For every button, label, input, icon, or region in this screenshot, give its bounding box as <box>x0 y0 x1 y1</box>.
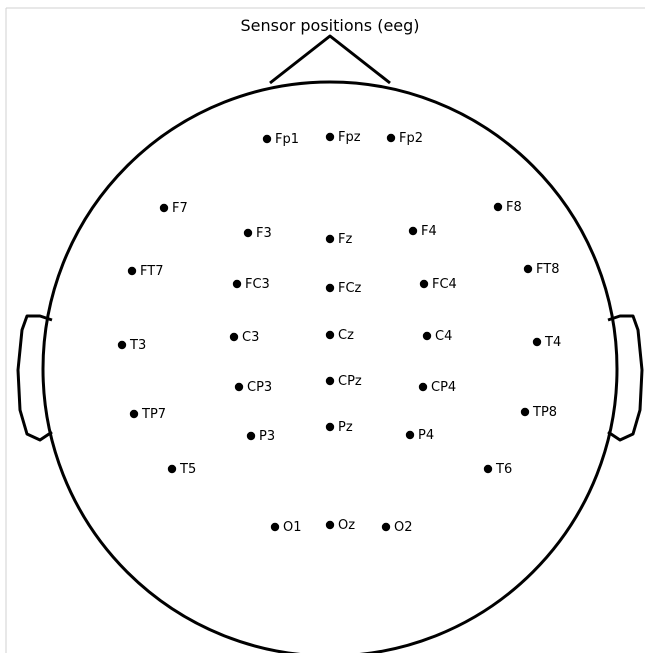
sensor-c3: C3 <box>230 330 260 345</box>
sensor-label: O1 <box>283 520 302 535</box>
sensor-marker <box>326 133 334 141</box>
sensor-label: F4 <box>421 224 437 239</box>
sensor-label: T6 <box>495 462 512 477</box>
sensor-o2: O2 <box>382 520 413 535</box>
sensor-marker <box>326 284 334 292</box>
sensor-cp3: CP3 <box>235 380 272 395</box>
sensor-marker <box>244 229 252 237</box>
sensor-marker <box>382 523 390 531</box>
sensor-p4: P4 <box>406 428 434 443</box>
plot-title: Sensor positions (eeg) <box>240 16 419 35</box>
sensor-marker <box>326 331 334 339</box>
sensor-p3: P3 <box>247 429 275 444</box>
sensor-marker <box>521 408 529 416</box>
sensor-label: Fz <box>338 232 352 247</box>
sensor-label: C3 <box>242 330 259 345</box>
sensor-marker <box>160 204 168 212</box>
sensor-label: P3 <box>259 429 275 444</box>
sensor-label: C4 <box>435 329 452 344</box>
sensor-marker <box>484 465 492 473</box>
sensor-f8: F8 <box>494 200 522 215</box>
sensor-t5: T5 <box>168 462 196 477</box>
sensor-marker <box>168 465 176 473</box>
sensor-marker <box>326 521 334 529</box>
sensor-label: T4 <box>544 335 561 350</box>
sensor-cpz: CPz <box>326 374 362 389</box>
sensor-oz: Oz <box>326 518 355 533</box>
sensor-marker <box>118 341 126 349</box>
sensor-marker <box>423 332 431 340</box>
sensor-marker <box>247 432 255 440</box>
sensor-label: F8 <box>506 200 522 215</box>
sensor-label: FC3 <box>245 277 270 292</box>
sensor-f7: F7 <box>160 201 188 216</box>
nose-icon <box>270 36 390 83</box>
sensor-f3: F3 <box>244 226 272 241</box>
sensor-fp2: Fp2 <box>387 131 423 146</box>
sensor-tp8: TP8 <box>521 405 557 420</box>
sensor-marker <box>387 134 395 142</box>
sensor-fcz: FCz <box>326 281 362 296</box>
sensor-label: CPz <box>338 374 362 389</box>
sensor-marker <box>326 423 334 431</box>
sensor-t4: T4 <box>533 335 561 350</box>
sensor-pz: Pz <box>326 420 353 435</box>
sensor-t6: T6 <box>484 462 512 477</box>
sensor-label: Fpz <box>338 130 361 145</box>
sensor-marker <box>235 383 243 391</box>
sensor-marker <box>230 333 238 341</box>
sensor-label: Fp1 <box>275 132 299 147</box>
sensor-marker <box>533 338 541 346</box>
sensor-cp4: CP4 <box>419 380 456 395</box>
sensor-c4: C4 <box>423 329 453 344</box>
sensor-label: Cz <box>338 328 354 343</box>
sensor-fz: Fz <box>326 232 353 247</box>
sensor-marker <box>420 280 428 288</box>
sensor-label: FT7 <box>140 264 163 279</box>
sensor-marker <box>128 267 136 275</box>
sensor-t3: T3 <box>118 338 146 353</box>
sensor-marker <box>271 523 279 531</box>
head-outline-icon <box>43 82 617 653</box>
sensor-label: T3 <box>129 338 146 353</box>
sensor-marker <box>326 377 334 385</box>
sensor-marker <box>263 135 271 143</box>
sensor-fc4: FC4 <box>420 277 457 292</box>
sensor-marker <box>233 280 241 288</box>
sensor-label: Pz <box>338 420 353 435</box>
sensor-o1: O1 <box>271 520 302 535</box>
sensor-label: O2 <box>394 520 413 535</box>
sensor-label: CP3 <box>247 380 272 395</box>
sensor-label: T5 <box>179 462 196 477</box>
sensor-marker <box>130 410 138 418</box>
sensor-fpz: Fpz <box>326 130 361 145</box>
sensor-marker <box>419 383 427 391</box>
sensor-label: TP7 <box>141 407 166 422</box>
sensor-label: FT8 <box>536 262 559 277</box>
sensor-label: TP8 <box>532 405 557 420</box>
sensor-f4: F4 <box>409 224 437 239</box>
sensor-marker <box>406 431 414 439</box>
sensor-label: FC4 <box>432 277 457 292</box>
sensor-tp7: TP7 <box>130 407 166 422</box>
sensor-cz: Cz <box>326 328 354 343</box>
sensor-label: P4 <box>418 428 434 443</box>
sensor-label: Fp2 <box>399 131 423 146</box>
sensor-fc3: FC3 <box>233 277 270 292</box>
sensor-ft8: FT8 <box>524 262 560 277</box>
sensor-label: F3 <box>256 226 272 241</box>
sensor-label: F7 <box>172 201 188 216</box>
sensor-fp1: Fp1 <box>263 132 299 147</box>
sensor-label: CP4 <box>431 380 456 395</box>
sensor-marker <box>494 203 502 211</box>
sensor-marker <box>409 227 417 235</box>
sensor-ft7: FT7 <box>128 264 164 279</box>
sensor-label: FCz <box>338 281 362 296</box>
sensor-marker <box>326 235 334 243</box>
sensor-label: Oz <box>338 518 355 533</box>
sensor-marker <box>524 265 532 273</box>
